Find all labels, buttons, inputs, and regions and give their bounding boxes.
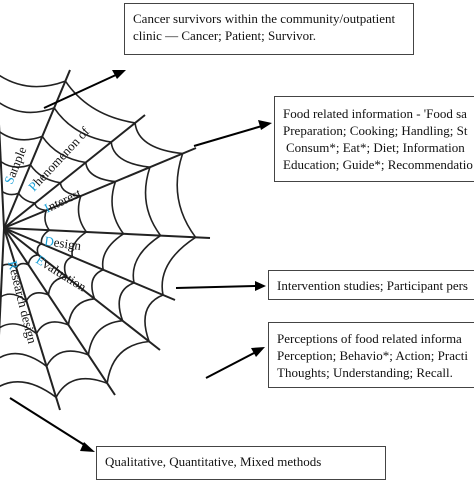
- arrow-sample-head: [112, 70, 126, 79]
- web-radial-strand: [3, 114, 146, 229]
- arrow-design-head: [255, 281, 266, 291]
- evaluation-box-line: Thoughts; Understanding; Recall.: [277, 365, 453, 380]
- web-spiral-strand: [1, 190, 51, 270]
- arrow-evaluation: [205, 351, 257, 379]
- spider-labels: Sample Phenomenon of Interest Design Eva…: [1, 123, 93, 345]
- arrow-sample: [43, 73, 119, 109]
- web-radial-strand: [0, 227, 5, 336]
- phenomenon-box-line: Preparation; Cooking; Handling; St: [283, 123, 468, 138]
- sample-box-line: Cancer survivors within the community/ou…: [133, 11, 396, 26]
- research-box-line: Qualitative, Quantitative, Mixed methods: [105, 454, 322, 469]
- evaluation-box-line: Perceptions of food related informa: [277, 331, 462, 346]
- web-radial-strand: [0, 124, 5, 229]
- arrow-phenomenon: [193, 125, 263, 147]
- web-radial-strand: [3, 227, 161, 351]
- design-box: Intervention studies; Participant pers: [268, 270, 474, 300]
- arrow-design: [175, 285, 257, 289]
- web-radial-strand: [3, 227, 211, 239]
- evaluation-box: Perceptions of food related informa Perc…: [268, 322, 474, 388]
- evaluation-box-line: Perception; Behavio*; Action; Practi: [277, 348, 468, 363]
- web-radial-strand: [3, 69, 71, 229]
- spider-web: [0, 69, 211, 411]
- phenomenon-box-line: Consum*; Eat*; Diet; Information: [286, 140, 465, 155]
- phenomenon-box-line: Education; Guide*; Recommendatio: [283, 157, 473, 172]
- web-spiral-strand: [0, 102, 162, 368]
- design-box-line: Intervention studies; Participant pers: [277, 278, 468, 293]
- connector-arrows: [9, 70, 272, 452]
- arrow-research: [9, 397, 87, 447]
- web-radial-strand: [3, 227, 61, 411]
- web-spiral-strand: [0, 74, 197, 399]
- web-radial-strand: [3, 227, 116, 396]
- label-design: Design: [44, 233, 83, 253]
- web-radial-strand: [3, 147, 197, 229]
- web-spiral-strand: [0, 160, 88, 302]
- web-radial-strand: [3, 227, 176, 301]
- arrow-evaluation-head: [251, 347, 265, 357]
- sample-box-line: clinic — Cancer; Patient; Survivor.: [133, 28, 317, 43]
- arrow-phenomenon-head: [258, 120, 272, 130]
- web-spiral-strand: [0, 131, 125, 335]
- sample-box: Cancer survivors within the community/ou…: [124, 3, 414, 55]
- label-research: Research design: [5, 259, 40, 345]
- research-box: Qualitative, Quantitative, Mixed methods: [96, 446, 386, 480]
- label-evaluation: Evaluation: [33, 252, 89, 295]
- phenomenon-box-line: Food related information - 'Food sa: [283, 106, 467, 121]
- arrow-research-head: [80, 442, 95, 452]
- phenomenon-box: Food related information - 'Food sa Prep…: [274, 96, 474, 182]
